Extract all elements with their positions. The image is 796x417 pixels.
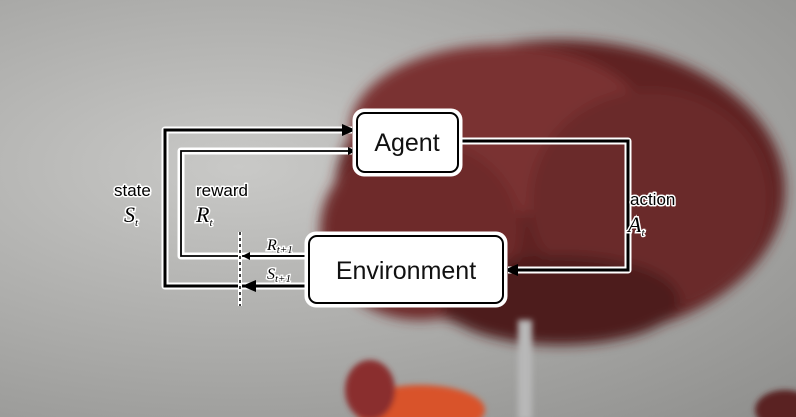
reward-symbol: Rt [195,202,213,229]
stand-pole [518,320,532,417]
next-reward-symbol: Rt+1 [266,237,293,256]
agent-box: Agent [352,108,463,177]
action-arrow [458,139,630,276]
environment-box: Environment [304,231,508,308]
action-label: action [630,190,675,209]
state-label: state [114,181,151,200]
environment-label: Environment [336,257,476,285]
agent-label: Agent [374,129,439,157]
reward-label: reward [196,181,248,200]
next-state-symbol: St+1 [267,266,291,285]
action-symbol: At [626,212,645,239]
state-arrow [163,124,356,288]
state-symbol: St [124,202,139,229]
